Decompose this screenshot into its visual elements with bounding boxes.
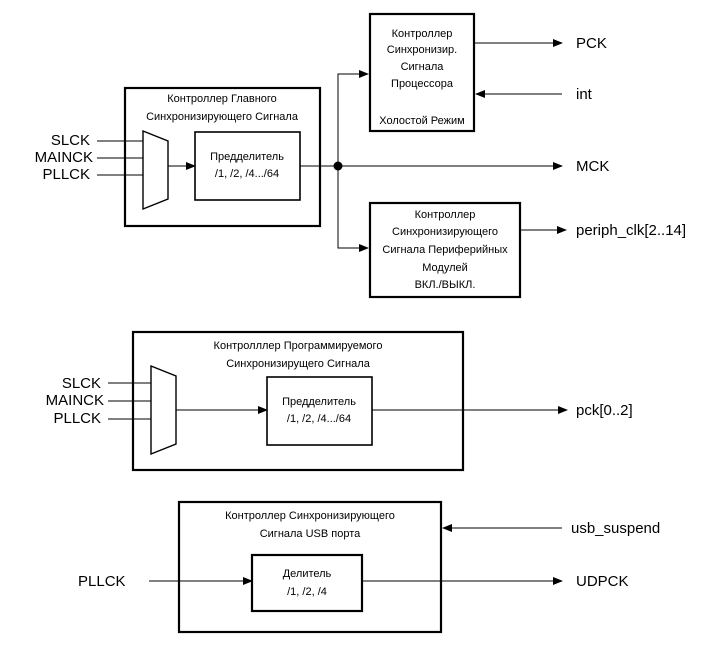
periph-clk-label: periph_clk[2..14] xyxy=(576,222,686,239)
processor-title-line3: Сигнала xyxy=(401,61,445,73)
master-input-mainck: MAINCK xyxy=(35,149,93,166)
usb-divider-label: Делитель xyxy=(283,568,332,580)
pck-bus-label: pck[0..2] xyxy=(576,402,633,419)
peripheral-title-line5: ВКЛ./ВЫКЛ. xyxy=(415,279,476,291)
master-prescaler-ratios: /1, /2, /4.../64 xyxy=(215,168,279,180)
programmable-prescaler-label: Предделитель xyxy=(282,396,356,408)
usb-title-line1: Контроллер Синхронизирующего xyxy=(225,510,395,522)
programmable-title-line1: Контролллер Программируемого xyxy=(214,340,383,352)
programmable-controller-box xyxy=(131,330,465,472)
processor-title-line1: Контроллер xyxy=(392,28,453,40)
programmable-input-pllck: PLLCK xyxy=(53,410,101,427)
peripheral-title-line4: Модулей xyxy=(422,262,468,274)
usb-title-line2: Сигнала USB порта xyxy=(260,528,361,540)
programmable-prescaler-box xyxy=(266,376,373,446)
peripheral-title-line3: Сигнала Периферийных xyxy=(382,244,508,256)
programmable-title-line2: Синхронизирущего Сигнала xyxy=(226,358,371,370)
master-title-line1: Контроллер Главного xyxy=(167,93,277,105)
processor-idle-mode: Холостой Режим xyxy=(379,115,464,127)
programmable-prescaler-ratios: /1, /2, /4.../64 xyxy=(287,413,351,425)
usb-input-pllck: PLLCK xyxy=(78,573,126,590)
peripheral-title-line1: Контроллер xyxy=(415,209,476,221)
master-clock-controller: Контроллер Главного Синхронизирующего Си… xyxy=(35,86,322,228)
branch-to-peripheral xyxy=(337,166,369,252)
programmable-input-mainck: MAINCK xyxy=(46,392,104,409)
mck-distribution: MCK xyxy=(300,70,609,252)
usb-clock-controller: Контроллер Синхронизирующего Сигнала USB… xyxy=(78,500,660,634)
master-input-slck: SLCK xyxy=(51,132,90,149)
master-input-pllck: PLLCK xyxy=(42,166,90,183)
branch-to-processor xyxy=(337,70,369,166)
master-prescaler-box xyxy=(194,131,301,201)
int-label: int xyxy=(576,86,593,103)
peripheral-controller-box xyxy=(368,201,522,299)
master-prescaler-label: Предделитель xyxy=(210,151,284,163)
master-multiplexer xyxy=(142,129,169,211)
usb-divider-ratios: /1, /2, /4 xyxy=(287,586,327,598)
processor-clock-controller: Контроллер Синхронизир. Сигнала Процессо… xyxy=(368,12,607,133)
pck-label: PCK xyxy=(576,35,607,52)
processor-title-line2: Синхронизир. xyxy=(387,44,457,56)
programmable-input-slck: SLCK xyxy=(62,375,101,392)
usb-divider-box xyxy=(250,553,364,613)
programmable-clock-controller: Контролллер Программируемого Синхронизир… xyxy=(46,330,633,472)
master-title-line2: Синхронизирующего Сигнала xyxy=(146,111,299,123)
processor-controller-box xyxy=(368,12,476,133)
mck-label: MCK xyxy=(576,158,609,175)
udpck-label: UDPCK xyxy=(576,573,629,590)
processor-title-line4: Процессора xyxy=(391,78,454,90)
peripheral-clock-controller: Контроллер Синхронизирующего Сигнала Пер… xyxy=(368,201,686,299)
programmable-multiplexer xyxy=(150,364,177,456)
peripheral-title-line2: Синхронизирующего xyxy=(392,226,498,238)
usb-suspend-label: usb_suspend xyxy=(571,520,660,537)
